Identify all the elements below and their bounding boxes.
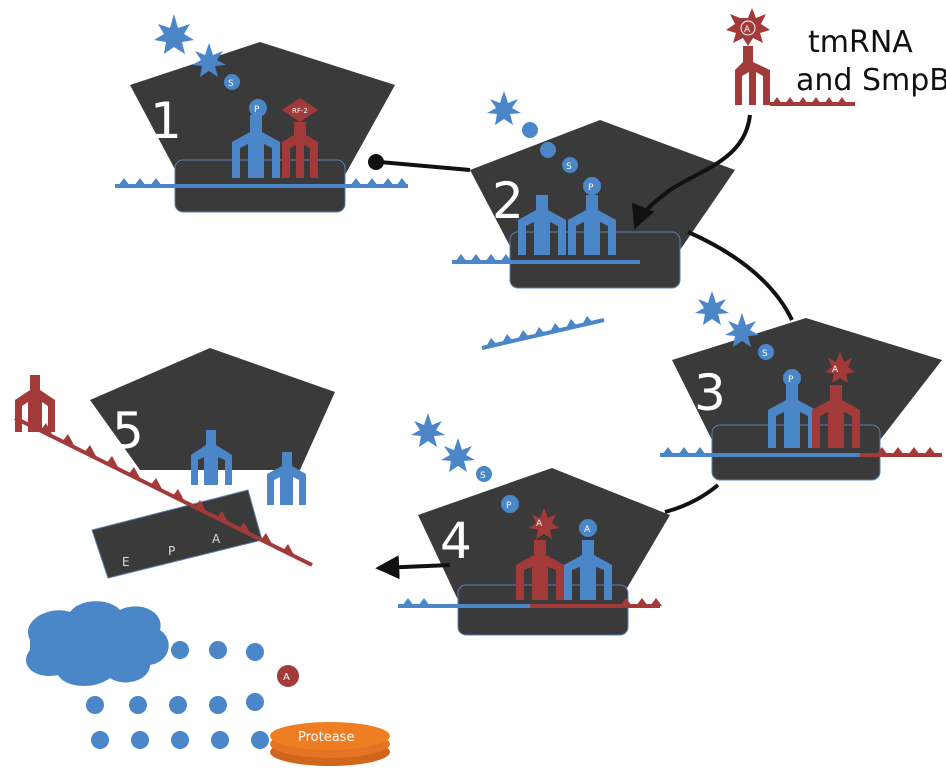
tmrna-a-label: A	[536, 519, 543, 529]
pathway-start-dot	[368, 154, 384, 170]
site-p-label: P	[168, 544, 175, 558]
small-subunit	[91, 489, 263, 579]
trna-a-site	[564, 519, 612, 600]
step-2-number: 2	[492, 172, 524, 230]
released-trna-2	[267, 452, 306, 505]
title-line-2: and SmpB	[796, 63, 946, 98]
s-residue-label: S	[228, 79, 234, 89]
tmrna-trna-like-domain	[735, 46, 770, 105]
tmrna-entry-arrow	[632, 114, 752, 230]
trna-a-label: A	[584, 525, 591, 535]
tmrna-trna-domain	[15, 375, 55, 432]
tmrna-a-label: A	[832, 365, 839, 375]
tmrna-codon-ticks	[876, 447, 936, 455]
nascent-peptide-chain	[487, 91, 601, 195]
tag-a-label: A	[283, 672, 290, 683]
s-residue-label: S	[480, 471, 486, 481]
connector-1-to-2	[379, 160, 471, 172]
site-labels: E P A	[122, 532, 221, 569]
nascent-peptide-chain	[411, 413, 519, 513]
tmrna-codon-ticks	[772, 97, 847, 104]
peptidyl-trna	[232, 115, 280, 178]
released-trna-1	[191, 430, 232, 485]
step-5-number: 5	[112, 402, 144, 460]
step-2-ribosome: S P 2	[452, 91, 735, 289]
step-4-ribosome: S P A A 4	[398, 413, 670, 636]
mrna-codon-ticks	[118, 178, 408, 186]
tmrna-smpb-title: tmRNA and SmpB	[796, 25, 946, 98]
tmrna-a-site	[812, 352, 860, 448]
nascent-peptide-chain	[695, 291, 801, 387]
site-a-label: A	[212, 532, 221, 546]
tmrna-a-label: A	[744, 25, 751, 35]
step-3-number: 3	[694, 364, 726, 422]
mrna-codon-ticks	[402, 598, 430, 606]
nascent-peptide-chain	[154, 14, 267, 117]
protease: Protease	[270, 722, 390, 766]
large-subunit	[90, 348, 335, 470]
release-factor-rf2: RF-2	[282, 98, 318, 178]
tmrna-smpb-icon: A	[726, 8, 855, 106]
mrna-codon-ticks	[455, 254, 512, 262]
connector-3-to-4	[664, 483, 720, 514]
tag-alanine-residue	[277, 665, 299, 687]
tagged-peptide-with-protein: A	[26, 601, 299, 749]
rf2-label: RF-2	[292, 107, 308, 115]
step-4-number: 4	[440, 512, 472, 570]
tmrna-codon-ticks	[620, 598, 662, 606]
step-5-ribosome: E P A 5	[14, 348, 335, 579]
mrna-codon-ticks	[662, 447, 706, 455]
p-residue-label: P	[788, 375, 794, 385]
tmrna-alanine-star-icon: A	[726, 8, 770, 46]
folded-protein-cloud	[26, 601, 169, 686]
s-residue-label: S	[566, 162, 572, 172]
large-subunit	[672, 318, 942, 440]
step-1-ribosome: RF-2 S P 1	[115, 14, 408, 213]
trna-p-site	[768, 385, 816, 448]
s-residue-label: S	[762, 349, 768, 359]
step-1-number: 1	[150, 92, 182, 150]
title-line-1: tmRNA	[808, 25, 913, 60]
site-e-label: E	[122, 555, 130, 569]
tmrna-codon-ticks	[40, 423, 294, 555]
tmrna-p-site	[516, 508, 564, 600]
protease-label: Protease	[298, 730, 354, 745]
released-mrna-fragment	[481, 316, 605, 350]
step-3-ribosome: S P A 3	[660, 291, 942, 481]
trna-e-site	[518, 195, 566, 255]
p-residue-label: P	[506, 501, 512, 511]
pathway-connectors	[368, 114, 794, 580]
connector-4-to-5-arrow	[375, 555, 451, 580]
trna-p-site	[568, 195, 616, 255]
tag-peptide-residues	[86, 641, 269, 749]
p-residue-label: P	[588, 183, 594, 193]
connector-2-to-3	[687, 230, 794, 321]
p-residue-label: P	[254, 105, 260, 115]
